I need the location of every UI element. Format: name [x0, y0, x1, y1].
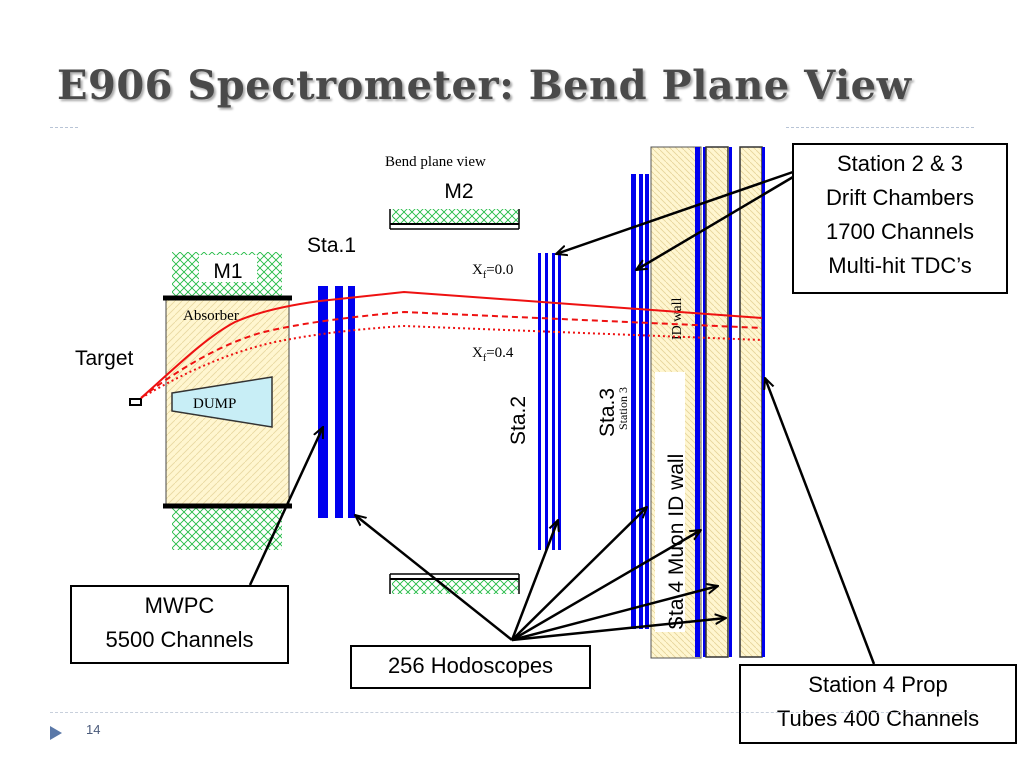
footer-arrow-icon — [50, 726, 62, 740]
callout-station23-line2: Drift Chambers — [826, 185, 974, 210]
footer-rule — [50, 712, 974, 713]
callout-station23-line4: Multi-hit TDC’s — [828, 253, 972, 278]
callout-station-4: Station 4 Prop Tubes 400 Channels — [739, 664, 1017, 744]
track-solid — [140, 290, 763, 399]
absorber-label: Absorber — [183, 308, 239, 324]
callout-station23-line1: Station 2 & 3 — [837, 151, 963, 176]
target-marker — [129, 398, 142, 406]
slide-title: E906 Spectrometer: Bend Plane View — [57, 62, 912, 109]
m1-label: M1 — [213, 260, 242, 283]
muon-tracks — [140, 290, 763, 399]
callout-station4-line1: Station 4 Prop — [808, 672, 948, 697]
target-label: Target — [75, 347, 134, 370]
callout-mwpc-line2: 5500 Channels — [105, 627, 254, 652]
sta4-label: Sta.4 Muon ID wall — [665, 454, 688, 630]
track-dashed — [140, 310, 763, 399]
sta3-ghost-label: Station 3 — [616, 387, 630, 430]
callout-station23-line3: 1700 Channels — [825, 219, 974, 244]
bend-plane-header: Bend plane view — [385, 154, 486, 170]
m2-label: M2 — [444, 180, 473, 203]
arrow-hodo-sta4a — [511, 530, 701, 642]
dump-label: DUMP — [193, 396, 236, 412]
arrow-hodo-sta1 — [355, 515, 513, 641]
arrow-hodo-sta4b — [511, 586, 718, 642]
m2-bottom-coil — [392, 580, 518, 594]
sta1-label: Sta.1 — [307, 234, 356, 257]
title-rule-right — [786, 127, 974, 128]
sta2-label: Sta.2 — [507, 396, 530, 445]
track-dotted — [140, 324, 763, 399]
station-1-chambers — [318, 286, 355, 518]
callout-station4-line2: Tubes 400 Channels — [776, 706, 980, 731]
arrow-to-sta4 — [765, 378, 876, 665]
xf-top-label: Xf=0.0 — [472, 262, 513, 281]
station-4-prop-tubes — [695, 146, 765, 658]
xf-bottom-label: Xf=0.4 — [472, 345, 514, 364]
m1-bottom-coil — [172, 505, 282, 550]
callout-mwpc: MWPC 5500 Channels — [70, 585, 289, 664]
title-rule-left — [50, 127, 78, 128]
callout-station-2-3: Station 2 & 3 Drift Chambers 1700 Channe… — [792, 143, 1008, 294]
callout-hodoscopes-text: 256 Hodoscopes — [387, 653, 554, 678]
callout-arrows — [248, 170, 876, 665]
station-2-chambers — [538, 253, 561, 550]
m2-top-coil — [392, 209, 518, 223]
arrow-hodo-sta2 — [510, 520, 558, 641]
beam-dump — [171, 376, 273, 428]
magnet-m2: Bend plane view M2 — [385, 154, 520, 594]
arrow-to-sta1 — [248, 427, 325, 586]
callout-mwpc-line1: MWPC — [144, 593, 215, 618]
arrow-hodo-sta3 — [511, 507, 647, 641]
arrow-hodo-sta4c — [511, 618, 726, 642]
muon-wall-ghost-label: ID wall — [670, 298, 685, 340]
page-number: 14 — [86, 722, 101, 737]
arrow-to-sta2 — [556, 170, 794, 254]
callout-hodoscopes: 256 Hodoscopes — [350, 645, 591, 689]
arrow-to-sta3 — [636, 175, 794, 270]
sta3-label: Sta.3 — [596, 388, 619, 437]
station-3-chambers — [631, 174, 649, 629]
